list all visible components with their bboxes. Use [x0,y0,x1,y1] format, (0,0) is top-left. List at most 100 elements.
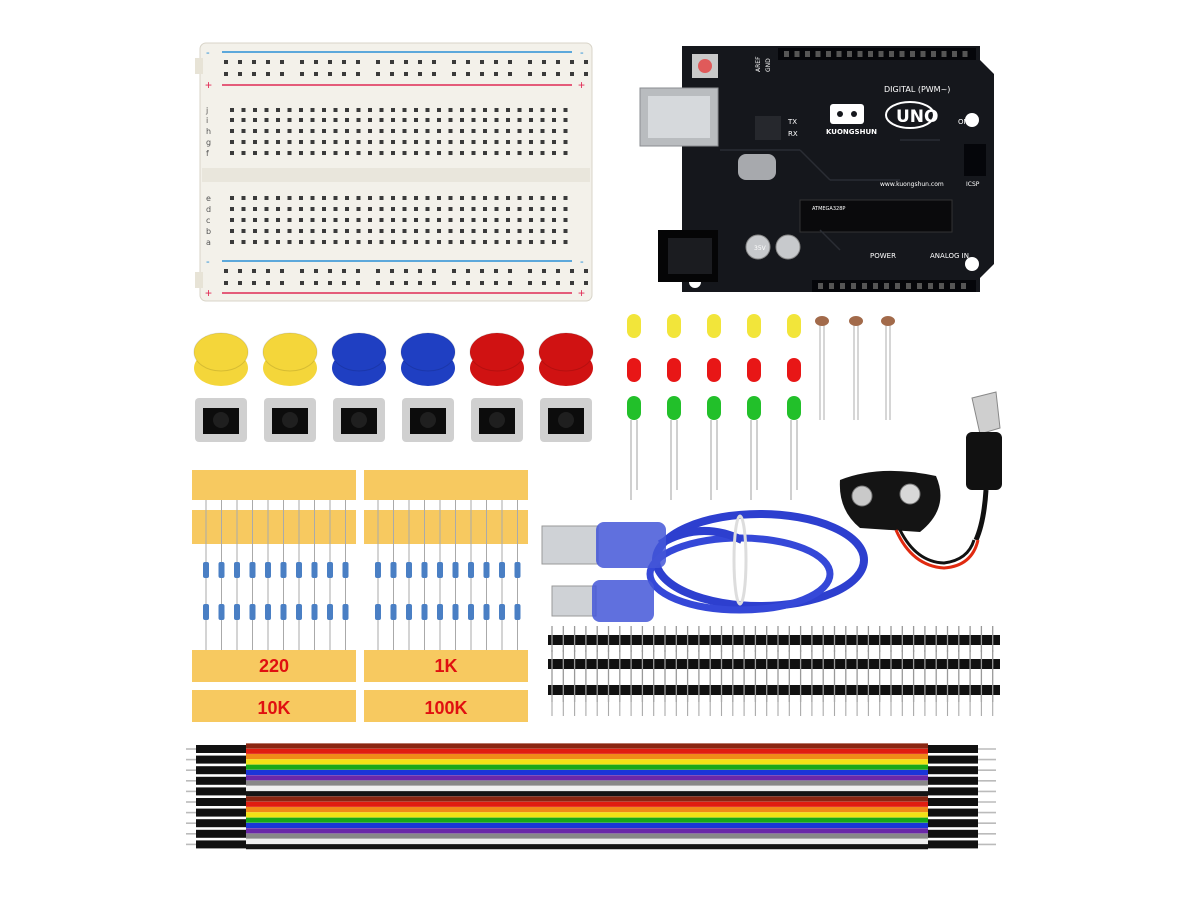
tact-switch-knob [351,412,367,428]
row-letter: h [206,127,211,136]
jumper-connector [928,840,978,849]
resistor-label-10k: 10K [257,698,290,718]
resistor [390,562,397,578]
tact-switches [195,398,592,442]
pin-header-strip [548,635,1000,645]
resistor-label-100k: 100K [424,698,467,718]
resistor [421,562,428,578]
tact-switch-knob [420,412,436,428]
chip-label: ATMEGA328P [812,206,845,212]
row-letter: j [205,106,208,115]
led [747,314,761,338]
resistor [514,562,521,578]
resistor [406,562,412,578]
resistor [249,604,256,620]
jumper-connector [928,808,978,817]
resistor [390,604,397,620]
led [707,314,721,338]
led [747,396,761,420]
svg-text:+: + [578,286,585,300]
resistor [437,562,443,578]
resistor [483,604,490,620]
resistor-tape [192,470,356,500]
led [667,314,681,338]
row-letter: a [206,238,211,247]
button-cap-top [331,332,387,372]
led [667,358,681,382]
jumper-connector [196,819,246,828]
board-analog-label: ANALOG IN [930,252,969,260]
tact-switch-knob [489,412,505,428]
row-letter: b [206,227,211,236]
resistor-tape [192,510,356,544]
dupont-jumper-wires [186,743,996,850]
tact-switch-knob [213,412,229,428]
svg-text:+: + [205,78,212,92]
dc-barrel-plug [966,391,1002,542]
capacitor-label: 35V [754,245,767,252]
led [747,358,761,382]
jumper-connector [928,829,978,838]
resistor [452,604,459,620]
tact-switch-knob [558,412,574,428]
row-letter: e [206,194,211,203]
led [627,358,641,382]
jumper-connector [928,798,978,806]
resistor [342,562,349,578]
board-icsp-label: ICSP [966,181,980,188]
jumper-connector [196,808,246,817]
led [787,358,801,382]
resistor [452,562,459,578]
jumper-connector [928,819,978,828]
button-cap-top [193,332,249,372]
photoresistor [881,316,895,326]
resistor [437,604,443,620]
resistor [327,604,333,620]
resistor [203,562,209,578]
jumper-connector [196,798,246,806]
button-cap-top [469,332,525,372]
row-letter: f [206,149,209,158]
svg-text:-: - [580,256,584,268]
resistor [514,604,521,620]
resistor [406,604,412,620]
led [627,396,641,420]
row-letter: g [206,138,211,147]
jumper-connector [196,787,246,796]
led [667,396,681,420]
resistor-tape [364,650,528,682]
resistor [375,604,381,620]
resistor [483,562,490,578]
resistor [265,562,271,578]
jumper-connector [928,766,978,775]
row-letter: c [206,216,210,225]
resistor [311,562,318,578]
resistor [327,562,333,578]
jumper-connector [196,755,246,764]
row-letter: i [206,116,208,125]
jumper-connector [196,745,246,753]
resistor-tape [364,470,528,500]
resistor [218,604,225,620]
resistor-tape [364,690,528,722]
svg-text:+: + [205,286,212,300]
resistor [234,604,240,620]
resistor [249,562,256,578]
resistor-packs [192,470,528,722]
board-gnd-label: GND [765,58,772,72]
jumper-connector [196,776,246,785]
jumper-connector [928,776,978,785]
svg-text:-: - [206,256,210,268]
button-cap-top [262,332,318,372]
resistor-label-220: 220 [259,656,289,676]
resistor [499,562,505,578]
photoresistors [815,316,895,420]
tact-switch-knob [282,412,298,428]
button-caps [193,332,594,386]
led [707,358,721,382]
row-letter: d [206,205,211,214]
resistor [265,604,271,620]
board-traces [720,139,940,251]
